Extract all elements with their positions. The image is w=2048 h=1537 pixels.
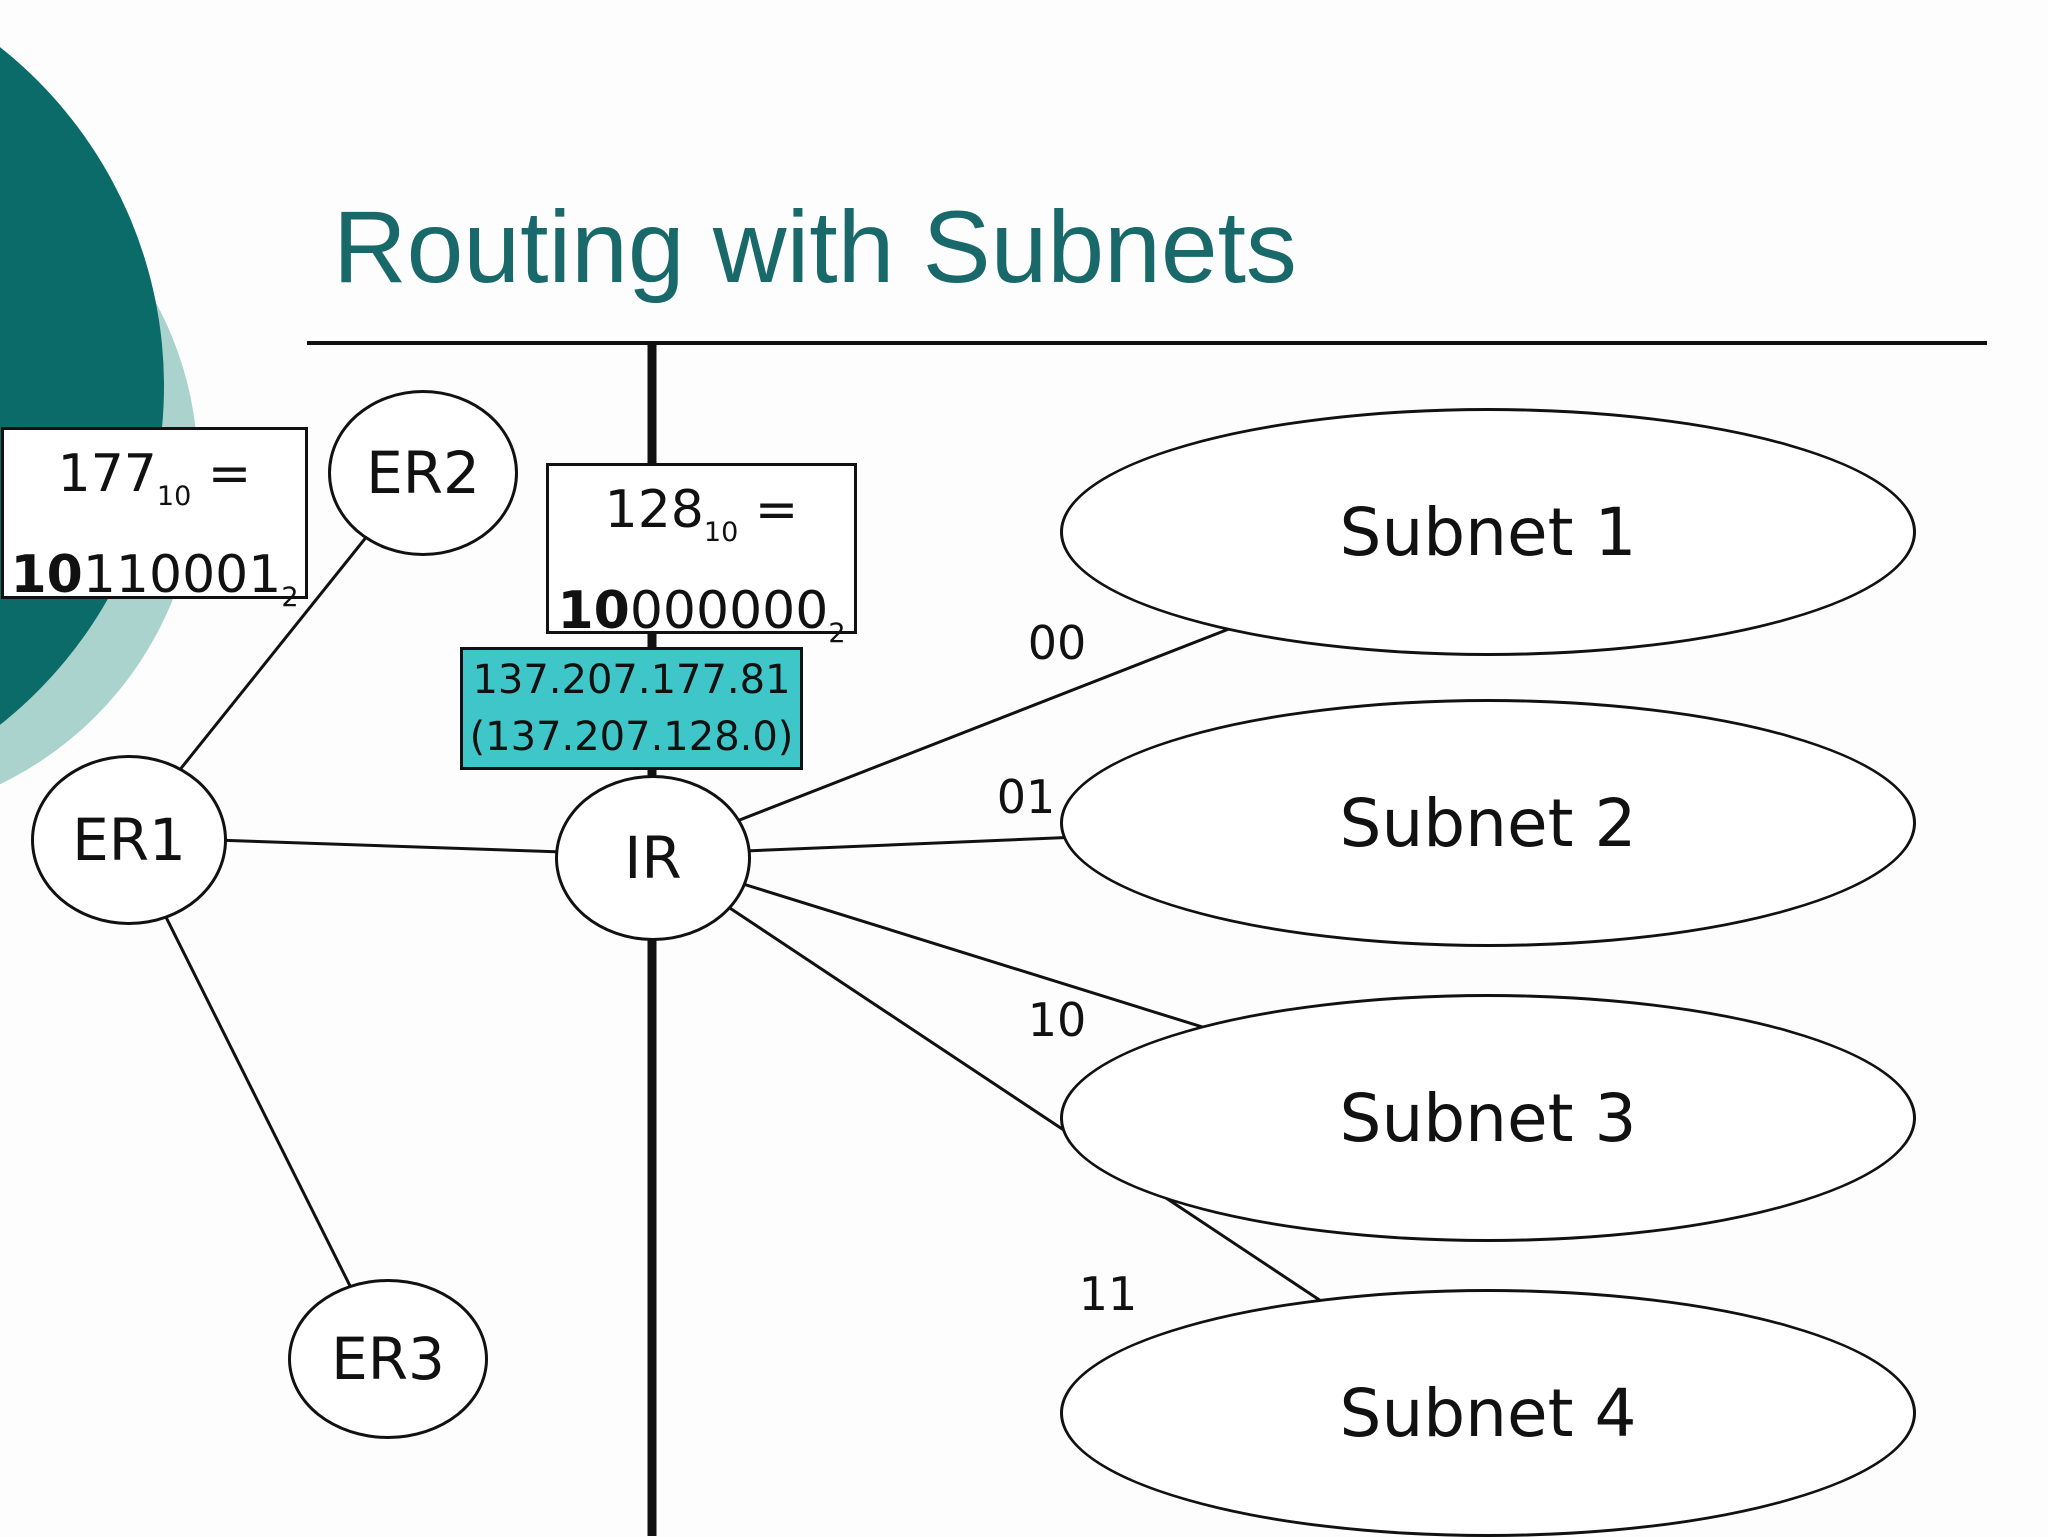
subnet1-ellipse: Subnet 1	[1060, 408, 1916, 656]
subscript-base10: 10	[703, 517, 739, 549]
binary-note-128-line1: 12810 =	[604, 480, 799, 549]
binary-note-177-line2: 101100012	[10, 545, 299, 614]
subnet1-label: Subnet 1	[1339, 493, 1637, 571]
subscript-base10: 10	[156, 481, 192, 513]
router-er2-node: ER2	[328, 390, 518, 556]
branch-label-01: 01	[996, 770, 1056, 824]
branch-label-10: 10	[1027, 993, 1087, 1047]
subnet3-ellipse: Subnet 3	[1060, 994, 1916, 1242]
binary-note-128-line2: 100000002	[557, 581, 846, 650]
subscript-base2: 2	[281, 582, 299, 614]
router-ir-node: IR	[555, 775, 751, 941]
link-er1-er3	[124, 836, 387, 1357]
page-title: Routing with Subnets	[333, 190, 1297, 304]
binary-subnet-bits: 10	[10, 545, 83, 606]
title-underline	[307, 341, 1987, 345]
router-er2-label: ER2	[366, 439, 480, 507]
branch-label-00: 00	[1027, 616, 1087, 670]
subnet2-label: Subnet 2	[1339, 784, 1637, 862]
binary-subnet-bits: 10	[557, 581, 630, 642]
binary-note-128: 12810 = 100000002	[546, 463, 857, 649]
subnet4-label: Subnet 4	[1339, 1374, 1637, 1452]
subnet2-ellipse: Subnet 2	[1060, 699, 1916, 947]
router-er1-label: ER1	[72, 806, 186, 874]
ip-address-highlight-box: 137.207.177.81 (137.207.128.0)	[460, 647, 803, 770]
ip-address-line: 137.207.177.81	[472, 657, 791, 703]
subnet3-label: Subnet 3	[1339, 1079, 1637, 1157]
network-address-line: (137.207.128.0)	[469, 714, 794, 760]
subnet4-ellipse: Subnet 4	[1060, 1289, 1916, 1537]
router-er3-node: ER3	[288, 1279, 488, 1439]
branch-label-11: 11	[1078, 1267, 1138, 1321]
binary-note-177: 17710 = 101100012	[1, 427, 308, 613]
binary-note-177-line1: 17710 =	[57, 444, 252, 513]
router-er3-label: ER3	[331, 1325, 445, 1393]
router-ir-label: IR	[624, 824, 682, 892]
subscript-base2: 2	[828, 618, 846, 650]
router-er1-node: ER1	[31, 755, 227, 925]
